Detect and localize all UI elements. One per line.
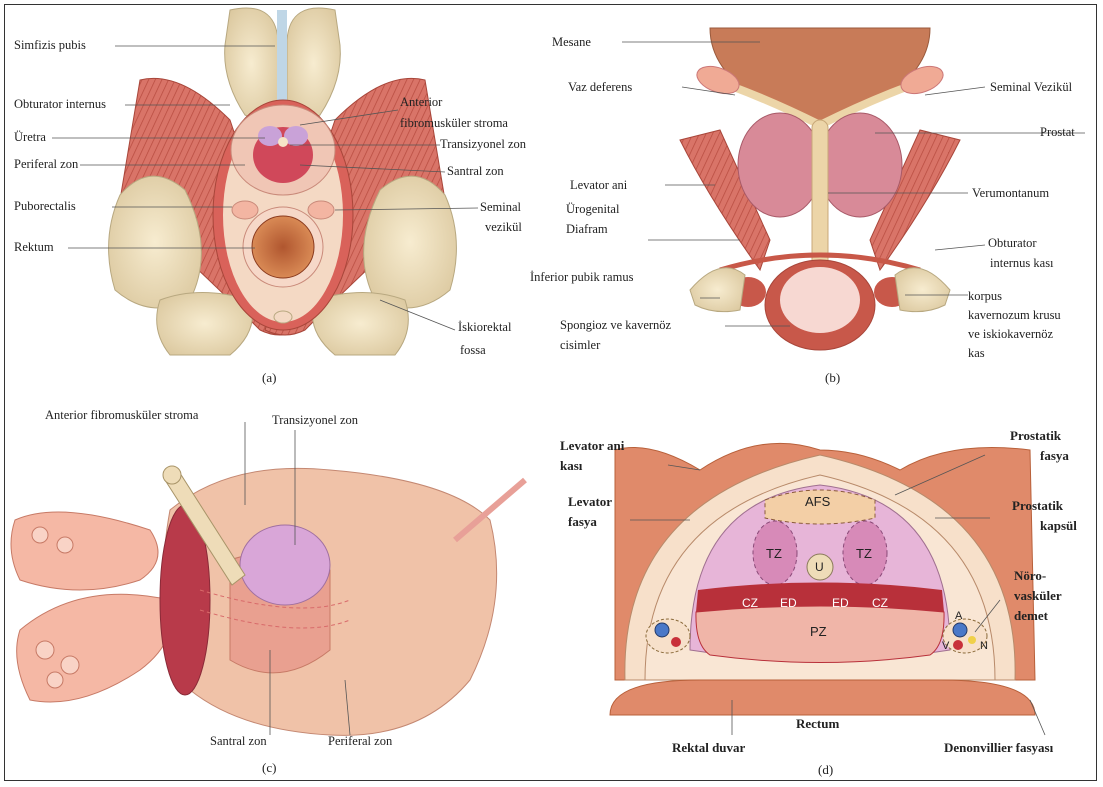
label-prostatik-fasya-2: fasya xyxy=(1040,448,1069,464)
label-noro-3: demet xyxy=(1014,608,1048,624)
label-korpus-4: kas xyxy=(968,346,985,361)
caption-c: (c) xyxy=(262,760,276,776)
caption-a: (a) xyxy=(262,370,276,386)
label-korpus-2: kavernozum krusu xyxy=(968,308,1061,323)
label-transizyonel-a: Transizyonel zon xyxy=(440,137,526,152)
label-prostatik-fasya-1: Prostatik xyxy=(1010,428,1061,444)
label-prostat: Prostat xyxy=(1040,125,1075,140)
label-korpus-1: korpus xyxy=(968,289,1002,304)
label-simfizis: Simfizis pubis xyxy=(14,38,86,53)
label-spongioz-1: Spongioz ve kavernöz xyxy=(560,318,671,333)
label-anterior-a1: Anterior xyxy=(400,95,442,110)
label-seminal-a2: vezikül xyxy=(485,220,522,235)
label-prostatik-kapsul-1: Prostatik xyxy=(1012,498,1063,514)
label-tz-right: TZ xyxy=(856,546,872,562)
label-rectum: Rectum xyxy=(796,716,839,732)
label-cz-left: CZ xyxy=(742,596,758,610)
label-u: U xyxy=(815,560,824,574)
label-anterior-c: Anterior fibromusküler stroma xyxy=(45,408,198,423)
label-rektal-duvar: Rektal duvar xyxy=(672,740,745,756)
label-anterior-a2: fibromusküler stroma xyxy=(400,116,508,131)
label-korpus-3: ve iskiokavernöz xyxy=(968,327,1053,342)
label-obturator-b1: Obturator xyxy=(988,236,1037,251)
label-levator-fasya-2: fasya xyxy=(568,514,597,530)
label-pz: PZ xyxy=(810,624,827,640)
label-santral-a: Santral zon xyxy=(447,164,504,179)
label-obturator-b2: internus kası xyxy=(990,256,1054,271)
label-veru: Verumontanum xyxy=(972,186,1049,201)
label-santral-c: Santral zon xyxy=(210,734,267,749)
panel-d-illustration xyxy=(610,443,1045,735)
label-transizyonel-c: Transizyonel zon xyxy=(272,413,358,428)
label-denonvillier: Denonvillier fasyası xyxy=(944,740,1053,756)
panel-a-illustration xyxy=(52,8,478,355)
label-periferal-a: Periferal zon xyxy=(14,157,78,172)
label-spongioz-2: cisimler xyxy=(560,338,600,353)
label-mesane: Mesane xyxy=(552,35,591,50)
caption-d: (d) xyxy=(818,762,833,778)
label-v: V xyxy=(942,640,949,653)
label-urogenital-1: Ürogenital xyxy=(566,202,619,217)
label-seminal-a1: Seminal xyxy=(480,200,521,215)
label-a: A xyxy=(955,610,962,623)
label-tz-left: TZ xyxy=(766,546,782,562)
label-ed-right: ED xyxy=(832,596,849,610)
label-noro-2: vasküler xyxy=(1014,588,1062,604)
label-iskio-1: İskiorektal xyxy=(458,320,511,335)
label-levator-fasya-1: Levator xyxy=(568,494,612,510)
label-prostatik-kapsul-2: kapsül xyxy=(1040,518,1077,534)
label-urogenital-2: Diafram xyxy=(566,222,608,237)
label-vaz: Vaz deferens xyxy=(568,80,632,95)
label-levator-kasi-2: kası xyxy=(560,458,582,474)
label-n: N xyxy=(980,640,988,653)
label-uretra: Üretra xyxy=(14,130,46,145)
label-levator-kasi-1: Levator ani xyxy=(560,438,624,454)
label-ed-left: ED xyxy=(780,596,797,610)
label-levator-b: Levator ani xyxy=(570,178,627,193)
label-noro-1: Nöro- xyxy=(1014,568,1046,584)
label-cz-right: CZ xyxy=(872,596,888,610)
caption-b: (b) xyxy=(825,370,840,386)
label-obturator-a: Obturator internus xyxy=(14,97,106,112)
label-iskio-2: fossa xyxy=(460,343,486,358)
label-inferior: İnferior pubik ramus xyxy=(530,270,633,285)
label-rektum: Rektum xyxy=(14,240,54,255)
label-puborectalis: Puborectalis xyxy=(14,199,76,214)
label-periferal-c: Periferal zon xyxy=(328,734,392,749)
label-seminal-b: Seminal Vezikül xyxy=(990,80,1072,95)
panel-c-illustration xyxy=(11,422,525,735)
label-afs: AFS xyxy=(805,494,830,510)
